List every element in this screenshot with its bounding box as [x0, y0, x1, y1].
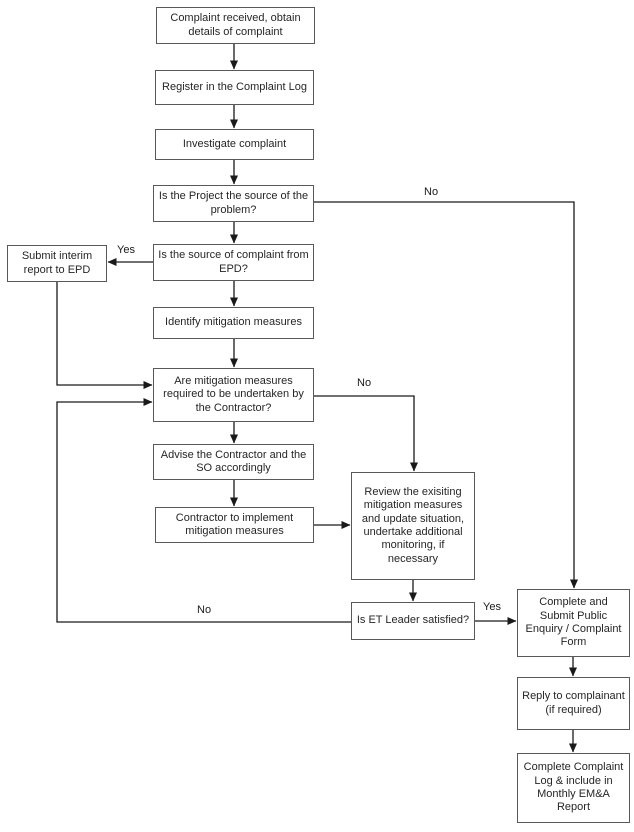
- edge-label-mitigation-required-no: No: [357, 377, 372, 389]
- edge-label-project-source-no: No: [424, 186, 439, 198]
- edge-label-et-satisfied-yes: Yes: [483, 601, 501, 613]
- flow-node-project-source: Is the Project the source of the problem…: [153, 185, 314, 222]
- flow-node-source-epd: Is the source of complaint from EPD?: [153, 244, 314, 281]
- edge-label-et-satisfied-no: No: [197, 604, 212, 616]
- flow-node-contractor-implement: Contractor to implement mitigation measu…: [155, 507, 314, 543]
- flow-node-complete-form: Complete and Submit Public Enquiry / Com…: [517, 589, 630, 657]
- flow-node-complaint-received: Complaint received, obtain details of co…: [156, 7, 315, 44]
- flow-node-advise-contractor: Advise the Contractor and the SO accordi…: [153, 444, 314, 480]
- flow-node-complete-log: Complete Complaint Log & include in Mont…: [517, 753, 630, 823]
- flow-node-identify-mitigation: Identify mitigation measures: [153, 307, 314, 339]
- edge-label-source-epd-yes: Yes: [117, 244, 135, 256]
- flow-node-reply-complainant: Reply to complainant (if required): [517, 677, 630, 730]
- flow-node-investigate: Investigate complaint: [155, 129, 314, 160]
- flow-node-review-existing: Review the exisiting mitigation measures…: [351, 472, 475, 580]
- flow-node-submit-interim: Submit interim report to EPD: [7, 245, 107, 282]
- flow-node-register-log: Register in the Complaint Log: [155, 70, 314, 105]
- flow-node-et-satisfied: Is ET Leader satisfied?: [351, 602, 475, 640]
- flow-node-mitigation-required: Are mitigation measures required to be u…: [153, 368, 314, 422]
